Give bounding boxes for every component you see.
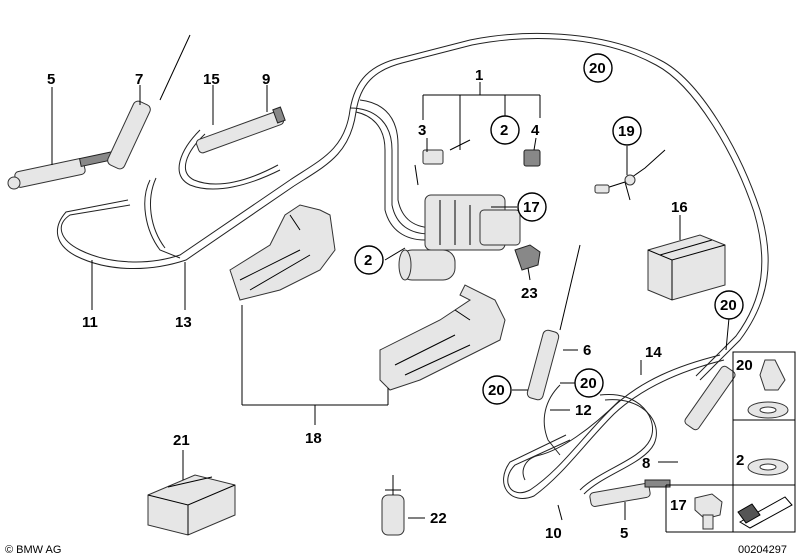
sensor-23 — [514, 244, 541, 271]
label-19: 19 — [618, 123, 635, 140]
label-5-top: 5 — [47, 71, 55, 88]
callout-circle-20 — [583, 53, 613, 83]
sleeve-22 — [381, 475, 405, 536]
label-20-top: 20 — [589, 60, 606, 77]
label-6: 6 — [583, 342, 591, 359]
label-15: 15 — [203, 71, 220, 88]
valve-3 — [414, 139, 471, 186]
label-20-strut: 20 — [488, 382, 505, 399]
cylinder-9 — [195, 106, 286, 154]
cover-18-lower — [379, 284, 506, 391]
label-18: 18 — [305, 430, 322, 447]
gas-strut-6 — [526, 244, 581, 401]
label-5-bottom: 5 — [620, 525, 628, 542]
hardware-panel — [665, 351, 796, 533]
image-number: 00204297 — [738, 544, 787, 556]
cylinder-8 — [684, 365, 736, 431]
label-16: 16 — [671, 199, 688, 216]
copyright-label: © BMW AG — [5, 544, 61, 556]
part-number-labels: 1 2 3 4 5 7 15 9 20 19 17 16 2 23 11 13 … — [47, 60, 753, 542]
callout-circle-2 — [354, 245, 384, 275]
label-10: 10 — [545, 525, 562, 542]
label-9: 9 — [262, 71, 270, 88]
label-21: 21 — [173, 432, 190, 449]
label-2-pump: 2 — [364, 252, 372, 269]
hydraulic-cylinder-5-top — [7, 150, 117, 190]
label-20-panel: 20 — [736, 357, 753, 374]
hydraulic-pump-1 — [398, 194, 521, 281]
label-7: 7 — [135, 71, 143, 88]
label-1: 1 — [475, 67, 483, 84]
label-3: 3 — [418, 122, 426, 139]
label-2-panel: 2 — [736, 452, 744, 469]
label-4: 4 — [531, 122, 540, 139]
leader-lines — [51, 82, 730, 521]
box-21 — [147, 474, 236, 536]
wiring-harness-19 — [594, 149, 666, 201]
label-11: 11 — [82, 314, 98, 331]
label-13: 13 — [175, 314, 192, 331]
gas-strut-7 — [107, 34, 191, 170]
label-17-pump: 17 — [523, 199, 540, 216]
label-2: 2 — [500, 122, 508, 139]
callout-circle-19 — [612, 116, 642, 146]
label-20-clip-line: 20 — [580, 375, 597, 392]
label-20-right: 20 — [720, 297, 737, 314]
label-12: 12 — [575, 402, 592, 419]
box-16 — [647, 234, 726, 301]
label-23: 23 — [521, 285, 538, 302]
label-8: 8 — [642, 455, 650, 472]
label-14: 14 — [645, 344, 662, 361]
callout-circle-20 — [574, 368, 604, 398]
hydraulic-cylinder-5-bottom — [589, 479, 671, 507]
hose-routing — [56, 33, 769, 499]
callout-circle-20 — [482, 375, 512, 405]
cover-18-upper — [229, 204, 336, 301]
callout-circle-20 — [714, 290, 744, 320]
relay-4 — [523, 149, 541, 167]
label-17-panel: 17 — [670, 497, 687, 514]
callout-circles — [354, 53, 744, 405]
label-22: 22 — [430, 510, 447, 527]
callout-circle-2 — [490, 115, 520, 145]
callout-circle-17 — [517, 192, 547, 222]
